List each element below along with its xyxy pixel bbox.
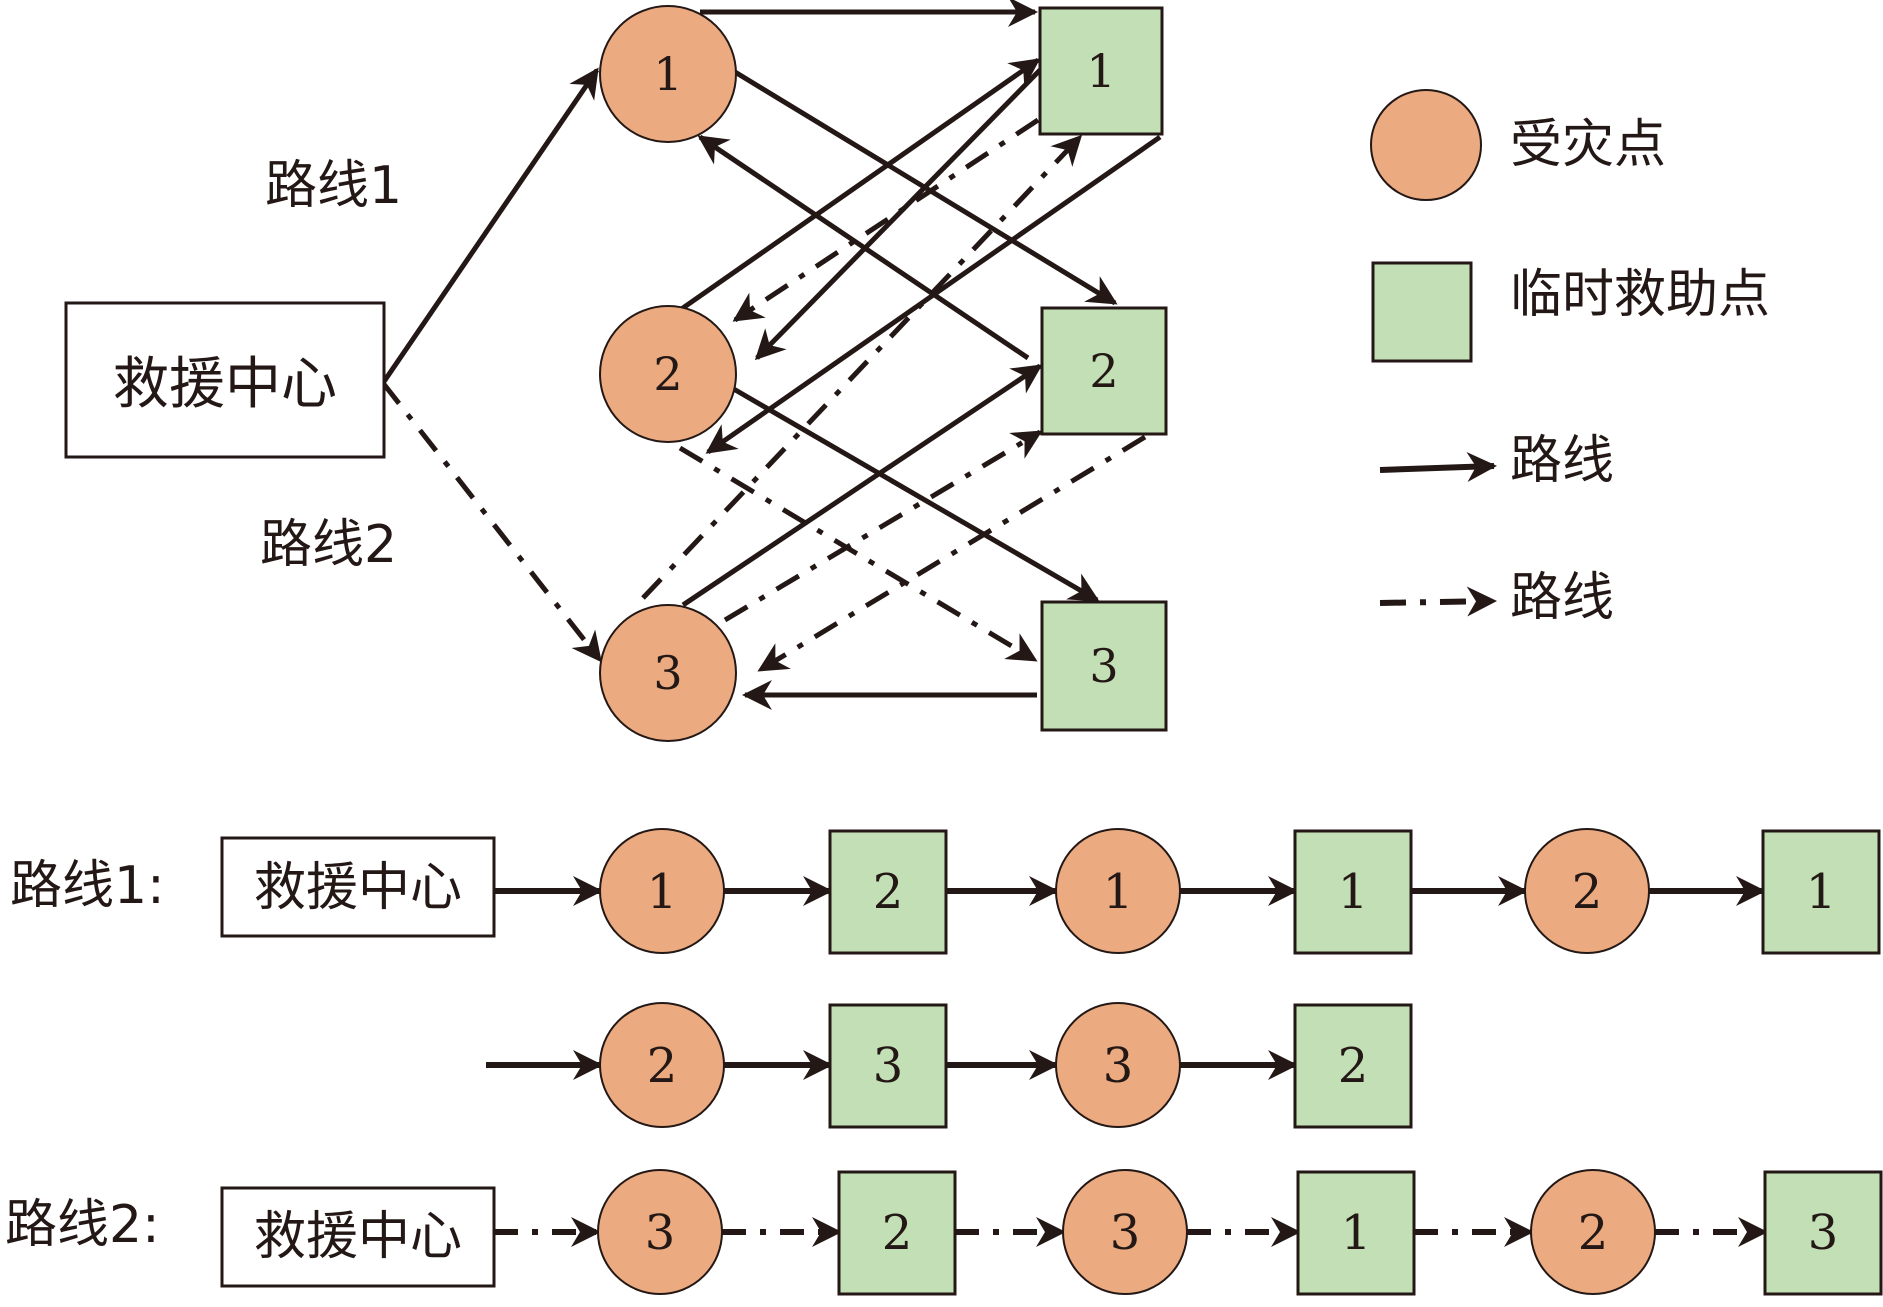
edge-a1-d2-dd xyxy=(732,117,1040,323)
seq-r1b-node-label-3: 3 xyxy=(1103,1038,1134,1094)
svg-text:1: 1 xyxy=(653,47,682,101)
edge-d3-a2-dd xyxy=(723,429,1043,623)
legend-solid-line xyxy=(1379,451,1497,482)
legend-disaster-swatch xyxy=(1370,89,1482,201)
svg-text:2: 2 xyxy=(653,347,682,401)
sequence-route1: 路线1: 救援中心 xyxy=(10,836,496,938)
seq-r1-node-label-3: 1 xyxy=(1103,864,1134,920)
sequence-route1-row1: 1 2 1 1 2 1 xyxy=(494,828,1881,955)
seq-r1-node-label-5: 2 xyxy=(1572,864,1603,920)
edge-d3-a2 xyxy=(681,363,1043,608)
aid-point-3: 3 xyxy=(1040,600,1168,732)
edge-a2-d3 xyxy=(757,434,1147,673)
sequence-route2: 路线2: 救援中心 xyxy=(5,1186,496,1288)
seq-r2-node-label-5: 2 xyxy=(1578,1205,1609,1261)
disaster-point-3: 3 xyxy=(599,604,737,742)
seq-r2-node-label-4: 1 xyxy=(1341,1205,1372,1261)
seq-route1-center xyxy=(220,836,496,938)
edge-center-d1 xyxy=(380,67,600,385)
seq-r1-node-label-2: 2 xyxy=(873,864,904,920)
network-edges-dashdot xyxy=(381,117,1147,673)
rescue-center-label: 救援中心 xyxy=(113,352,337,417)
svg-text:1: 1 xyxy=(1086,44,1115,98)
aid-point-2: 2 xyxy=(1040,306,1168,436)
seq-r1b-node-label-1: 2 xyxy=(647,1038,678,1094)
seq-r1-aid-node-4 xyxy=(1293,829,1413,955)
aid-point-1: 1 xyxy=(1038,6,1164,136)
route1-label: 路线1 xyxy=(265,156,402,216)
seq-r1b-aid-node-4 xyxy=(1293,1003,1413,1129)
seq-r2-node-label-6: 3 xyxy=(1808,1205,1839,1261)
seq-route1-label: 路线1: xyxy=(10,856,165,916)
svg-text:3: 3 xyxy=(1089,639,1118,693)
seq-route2-label: 路线2: xyxy=(5,1195,160,1255)
svg-text:救援中心: 救援中心 xyxy=(254,858,462,918)
rescue-center: 救援中心 xyxy=(64,301,386,459)
edge-a1-d2 xyxy=(754,68,1042,361)
disaster-point-2: 2 xyxy=(599,305,737,443)
edge-d2-a3 xyxy=(730,385,1100,603)
seq-r1-node-label-4: 1 xyxy=(1338,864,1369,920)
edge-d2-a3-dd xyxy=(678,445,1038,663)
svg-text:3: 3 xyxy=(653,646,682,700)
seq-r1b-node-label-4: 2 xyxy=(1338,1038,1369,1094)
legend-aid-swatch xyxy=(1371,261,1473,363)
svg-text:2: 2 xyxy=(1089,344,1118,398)
seq-r2-aid-node-6 xyxy=(1763,1170,1883,1296)
sequence-route1-row2: 2 3 3 2 xyxy=(486,1002,1413,1129)
legend-disaster-label: 受灾点 xyxy=(1510,115,1666,175)
edge-center-d3 xyxy=(381,381,602,663)
seq-r1-aid-node-6 xyxy=(1761,829,1881,955)
disaster-point-1: 1 xyxy=(599,5,737,143)
legend: 受灾点 临时救助点 路线 路线 xyxy=(1370,89,1770,628)
legend-dashdot-label: 路线 xyxy=(1510,568,1614,628)
seq-r2-node-label-2: 2 xyxy=(882,1205,913,1261)
seq-r1-node-label-1: 1 xyxy=(647,864,678,920)
seq-r1b-node-label-2: 3 xyxy=(873,1038,904,1094)
seq-r1-node-label-6: 1 xyxy=(1806,864,1837,920)
edge-d2-a1 xyxy=(678,57,1041,313)
legend-solid-label: 路线 xyxy=(1510,431,1614,491)
route2-label: 路线2 xyxy=(260,515,397,575)
seq-r2-node-label-1: 3 xyxy=(645,1205,676,1261)
seq-r2-node-label-3: 3 xyxy=(1110,1205,1141,1261)
seq-r1-aid-node-2 xyxy=(828,829,948,955)
seq-r2-aid-node-4 xyxy=(1296,1170,1416,1296)
sequence-route2-row: 3 2 3 1 2 3 xyxy=(494,1169,1883,1296)
edge-d3-a1 xyxy=(641,134,1083,600)
seq-r1b-aid-node-2 xyxy=(828,1003,948,1129)
seq-r2-aid-node-2 xyxy=(837,1170,957,1296)
legend-aid-label: 临时救助点 xyxy=(1510,265,1770,325)
legend-dashdot-line xyxy=(1379,586,1497,617)
svg-text:救援中心: 救援中心 xyxy=(254,1207,462,1267)
seq-route2-center xyxy=(220,1186,496,1288)
